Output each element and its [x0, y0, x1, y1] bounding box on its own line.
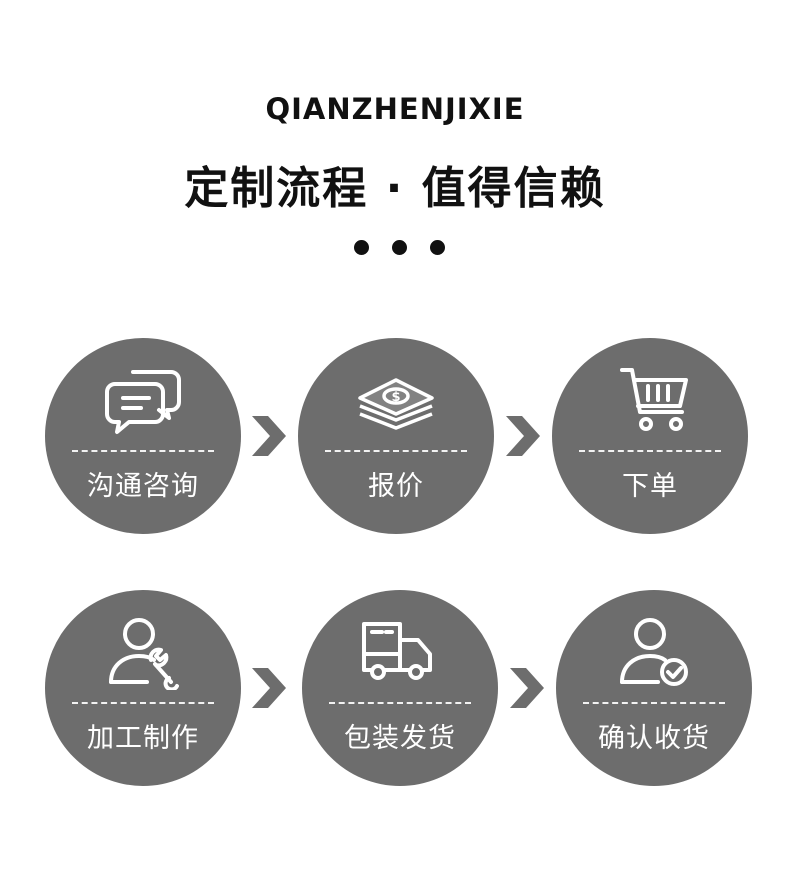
step-processing: 加工制作: [45, 590, 241, 786]
user-check-icon: [604, 610, 704, 690]
dashed-divider: [325, 450, 467, 452]
worker-wrench-icon: [93, 610, 193, 690]
step-label: 沟通咨询: [87, 471, 199, 502]
step-place-order: 下单: [552, 338, 748, 534]
dot: [430, 240, 445, 255]
chevron-right-icon: [248, 414, 288, 458]
chevron-right-icon: [248, 666, 288, 710]
step-label: 包装发货: [344, 723, 456, 754]
money-stack-icon: $: [346, 358, 446, 438]
decorative-dots: [354, 240, 445, 255]
brand-subtitle: QIANZHENJIXIE: [265, 92, 525, 126]
step-packing-shipping: 包装发货: [302, 590, 498, 786]
dashed-divider: [72, 450, 214, 452]
dashed-divider: [583, 702, 725, 704]
svg-text:$: $: [391, 390, 400, 405]
step-label: 加工制作: [87, 723, 199, 754]
page-title: 定制流程 · 值得信赖: [184, 163, 606, 214]
dot: [392, 240, 407, 255]
dashed-divider: [72, 702, 214, 704]
chevron-right-icon: [506, 666, 546, 710]
step-label: 报价: [368, 471, 424, 502]
dot: [354, 240, 369, 255]
dashed-divider: [329, 702, 471, 704]
chevron-right-icon: [502, 414, 542, 458]
step-quotation: $ 报价: [298, 338, 494, 534]
chat-bubbles-icon: [93, 358, 193, 438]
step-communication: 沟通咨询: [45, 338, 241, 534]
delivery-truck-icon: [350, 610, 450, 690]
dashed-divider: [579, 450, 721, 452]
step-label: 确认收货: [598, 723, 710, 754]
step-label: 下单: [622, 471, 678, 502]
shopping-cart-icon: [600, 358, 700, 438]
step-confirm-receipt: 确认收货: [556, 590, 752, 786]
